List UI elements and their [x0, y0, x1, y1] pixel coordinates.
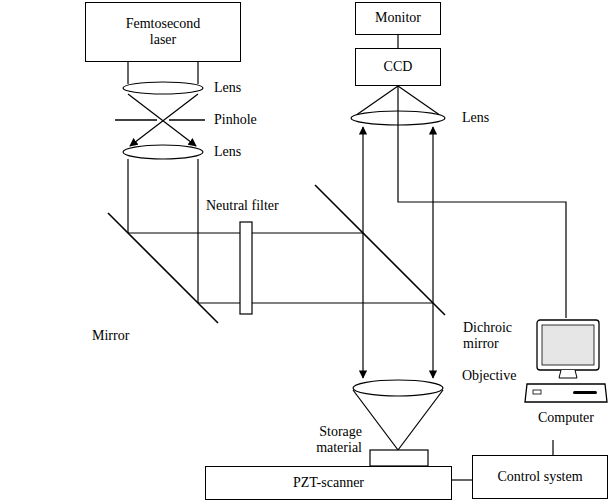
- pinhole: [115, 119, 157, 121]
- part-label: Mirror: [92, 328, 129, 344]
- dichroic-mirror: [315, 185, 445, 315]
- beam: [127, 159, 128, 233]
- part-label: Pinhole: [214, 112, 257, 128]
- beam: [432, 127, 433, 378]
- signal-wire: [397, 35, 398, 48]
- part-label: Storage material: [300, 424, 362, 456]
- node-text: Femtosecond laser: [116, 16, 211, 48]
- node-text: CCD: [384, 59, 413, 75]
- beam: [362, 127, 363, 378]
- beam: [197, 159, 198, 303]
- part-label: Objective: [462, 368, 516, 384]
- computer: Computer: [522, 318, 610, 440]
- lens: [123, 145, 203, 159]
- pinhole: [169, 119, 205, 121]
- objective-lens: [353, 380, 443, 396]
- beam: [127, 62, 128, 84]
- part-label: Neutral filter: [206, 198, 279, 214]
- part-label: Lens: [214, 144, 241, 160]
- computer-icon: [523, 318, 609, 410]
- part-label: Dichroic mirror: [463, 320, 525, 352]
- mirror: [108, 213, 218, 323]
- part-label: Lens: [462, 110, 489, 126]
- laser-box: Femtosecond laser: [85, 2, 241, 62]
- beam: [197, 62, 198, 84]
- node-text: PZT-scanner: [293, 475, 364, 491]
- lens: [123, 82, 203, 94]
- control-box: Control system: [472, 455, 608, 499]
- part-label: Lens: [214, 80, 241, 96]
- neutral-filter: [240, 222, 252, 314]
- signal-wire: [552, 440, 553, 455]
- ccd-box: CCD: [355, 48, 441, 86]
- beam: [398, 390, 443, 450]
- beam: [198, 302, 433, 303]
- node-text: Control system: [497, 469, 582, 485]
- signal-wire: [452, 479, 472, 480]
- node-text: Computer: [538, 410, 594, 426]
- storage-material: [370, 450, 428, 466]
- signal-wire: [398, 86, 566, 318]
- pzt-scanner-box: PZT-scanner: [205, 466, 452, 500]
- monitor-box: Monitor: [355, 2, 441, 35]
- node-text: Monitor: [375, 10, 421, 26]
